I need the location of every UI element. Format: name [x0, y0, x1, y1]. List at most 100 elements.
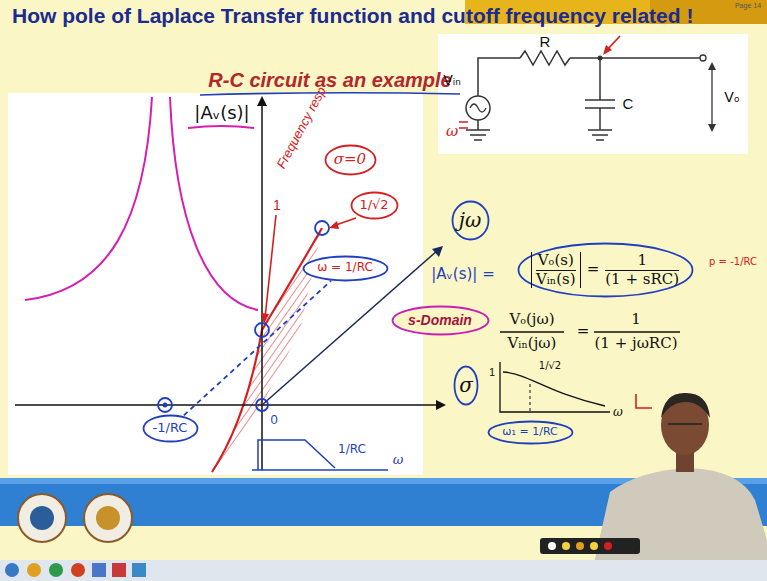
taskbar: [71, 563, 85, 577]
equation-term: Vₒ(jω): [509, 311, 554, 328]
mini-response-plot: [636, 394, 652, 408]
pen-toolbar: [604, 542, 612, 550]
taskbar: [92, 563, 106, 577]
rc-circuit: [520, 51, 570, 65]
connector-line: [184, 281, 331, 416]
step-sketch: [252, 469, 388, 471]
mini-response-plot: [503, 372, 605, 406]
axis-circle: jω: [451, 200, 490, 241]
pole-circle: -1/RC: [142, 414, 199, 443]
taskbar: [112, 563, 126, 577]
node-text: 1/√2: [359, 198, 388, 213]
marked-point: [315, 221, 329, 235]
rc-circuit: [466, 96, 490, 120]
pole-surface: [25, 97, 152, 300]
s-plane-axes: [436, 400, 446, 410]
pen-toolbar: [576, 542, 584, 550]
node-text: Vᵢₙ(s): [536, 271, 576, 288]
rc-circuit: [478, 58, 520, 96]
outline-ellipse: [518, 244, 692, 297]
s-plane-axes: [257, 96, 267, 106]
pointer-arrow: [261, 313, 269, 324]
marked-point: [163, 403, 168, 408]
node-content: jω: [459, 209, 482, 232]
equation-term: =: [577, 323, 590, 340]
equation-ellipse: Vₒ(s)Vᵢₙ(s) = 1(1 + sRC): [517, 242, 694, 298]
axis-label: |Aᵥ(s)|: [194, 103, 249, 124]
node-text: Vₒ(s): [536, 252, 576, 270]
pole-surface: [25, 97, 322, 472]
node-content: s-Domain: [408, 312, 472, 328]
s-plane-axes: [15, 404, 440, 406]
pole-surface: [170, 97, 258, 310]
outline-ellipse: [351, 192, 397, 218]
pen-toolbar: [590, 542, 598, 550]
rc-circuit: [466, 120, 490, 140]
pole-note: p = -1/RC: [709, 256, 757, 268]
taskbar: [0, 560, 767, 581]
node-content: σ=0: [334, 151, 366, 168]
value-label: 1: [489, 366, 495, 379]
rc-circuit: [708, 124, 716, 132]
outline-ellipse: [303, 256, 387, 280]
slide-ground: [438, 34, 748, 154]
equation-term: (1 + jωRC): [594, 335, 677, 352]
pointer-arrow: [603, 45, 612, 55]
node-text: jω: [459, 209, 482, 232]
axis-circle: σ: [453, 365, 479, 406]
bottom-bar: [96, 506, 120, 530]
node-content: ω₁ = 1/RC: [502, 426, 557, 439]
taskbar: [49, 563, 63, 577]
page-number: Page 14: [735, 2, 761, 10]
node-text: s-Domain: [408, 312, 472, 328]
underline-stroke: [188, 126, 254, 128]
rc-circuit: [585, 58, 615, 130]
axis-label: ω: [613, 406, 623, 420]
presenter: [661, 393, 710, 418]
node-content: 1/√2: [359, 198, 388, 213]
fraction-bar: [500, 332, 680, 333]
outline-ellipse: [488, 421, 572, 443]
node-text: =: [587, 261, 600, 278]
value-label: 1/√2: [539, 360, 561, 372]
handwritten-note: |Aᵥ(s)| =: [431, 266, 494, 283]
s-plane-axes: [15, 96, 446, 470]
rc-circuit: [708, 62, 716, 70]
node-content: Vₒ(s)Vᵢₙ(s) = 1(1 + sRC): [531, 252, 679, 288]
cutoff-label: 1/RC: [338, 443, 366, 457]
underline-stroke: [200, 93, 460, 95]
marked-point: [256, 399, 268, 411]
node-text: (1 + sRC): [605, 271, 679, 288]
slide-title: How pole of Laplace Transfer function an…: [12, 3, 757, 29]
fraction-bar: [594, 331, 680, 332]
outline-ellipse: [392, 306, 488, 334]
marked-point: [255, 323, 269, 337]
marked-point: [158, 398, 172, 412]
rc-circuit: [470, 104, 486, 112]
taskbar: [132, 563, 146, 577]
rc-circuit: [700, 55, 706, 61]
pen-toolbar: [540, 538, 640, 554]
handwritten-note: ω: [446, 123, 458, 140]
subtitle: R-C circuit as an example: [208, 69, 451, 92]
node-content: -1/RC: [153, 421, 188, 436]
signal-label: Vₒ: [724, 89, 739, 105]
component-label: R: [540, 33, 551, 50]
pen-toolbar: [548, 542, 556, 550]
step-sketch: [252, 440, 388, 470]
node-text: σ: [459, 374, 473, 397]
bottom-bar: [84, 494, 132, 542]
signal-label: Vᵢₙ: [443, 72, 461, 88]
step-sketch: [258, 440, 335, 470]
component-label: C: [623, 95, 634, 112]
equation-term: 1: [631, 311, 641, 328]
fraction: 1(1 + sRC): [605, 252, 679, 288]
circled-note: ω₁ = 1/RC: [487, 420, 574, 445]
taskbar: [27, 563, 41, 577]
node-text: 1: [605, 252, 679, 270]
outline-ellipse: [455, 366, 478, 404]
